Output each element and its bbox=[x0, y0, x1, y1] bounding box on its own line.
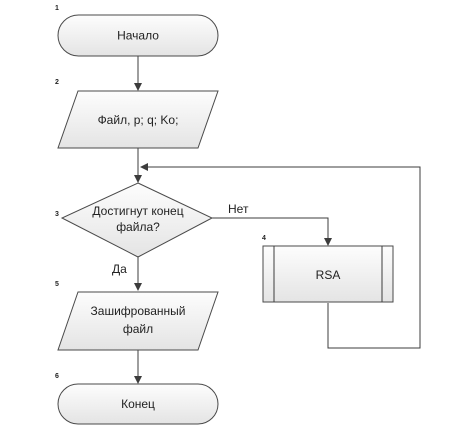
end-label: Конец bbox=[121, 397, 155, 411]
input-label: Файл, p; q; Ko; bbox=[98, 113, 179, 127]
branch-yes-label: Да bbox=[112, 262, 127, 276]
start-label: Начало bbox=[117, 29, 159, 43]
connectors bbox=[134, 56, 421, 384]
process-predefined-shape bbox=[262, 245, 394, 303]
input-parallelogram-shape bbox=[57, 90, 219, 149]
start-node: Начало 1 bbox=[55, 5, 219, 57]
step-number-4: 4 bbox=[262, 235, 266, 242]
branch-no-label: Нет bbox=[228, 202, 249, 216]
step-number-5: 5 bbox=[55, 281, 59, 288]
output-parallelogram-shape bbox=[57, 291, 219, 351]
step-number-3: 3 bbox=[55, 211, 59, 218]
decision-label-line2: файла? bbox=[116, 220, 160, 234]
input-node: Файл, p; q; Ko; 2 bbox=[55, 79, 219, 149]
output-label-line2: файл bbox=[123, 322, 153, 336]
process-node: RSA 4 bbox=[262, 235, 394, 303]
step-number-1: 1 bbox=[55, 5, 59, 12]
decision-diamond-shape bbox=[60, 182, 214, 258]
decision-label-line1: Достигнут конец bbox=[92, 204, 183, 218]
output-node: Зашифрованный файл 5 bbox=[55, 281, 219, 351]
decision-node: Достигнут конец файла? 3 bbox=[55, 182, 214, 258]
output-label-line1: Зашифрованный bbox=[91, 304, 186, 318]
connector-decision-no-to-rsa bbox=[212, 217, 332, 246]
step-number-2: 2 bbox=[55, 79, 59, 86]
end-terminator-shape bbox=[57, 383, 219, 425]
step-number-6: 6 bbox=[55, 373, 59, 380]
process-label: RSA bbox=[316, 268, 341, 282]
end-node: Конец 6 bbox=[55, 373, 219, 425]
connector-rsa-loop-back bbox=[140, 163, 421, 349]
start-terminator-shape bbox=[57, 14, 219, 57]
